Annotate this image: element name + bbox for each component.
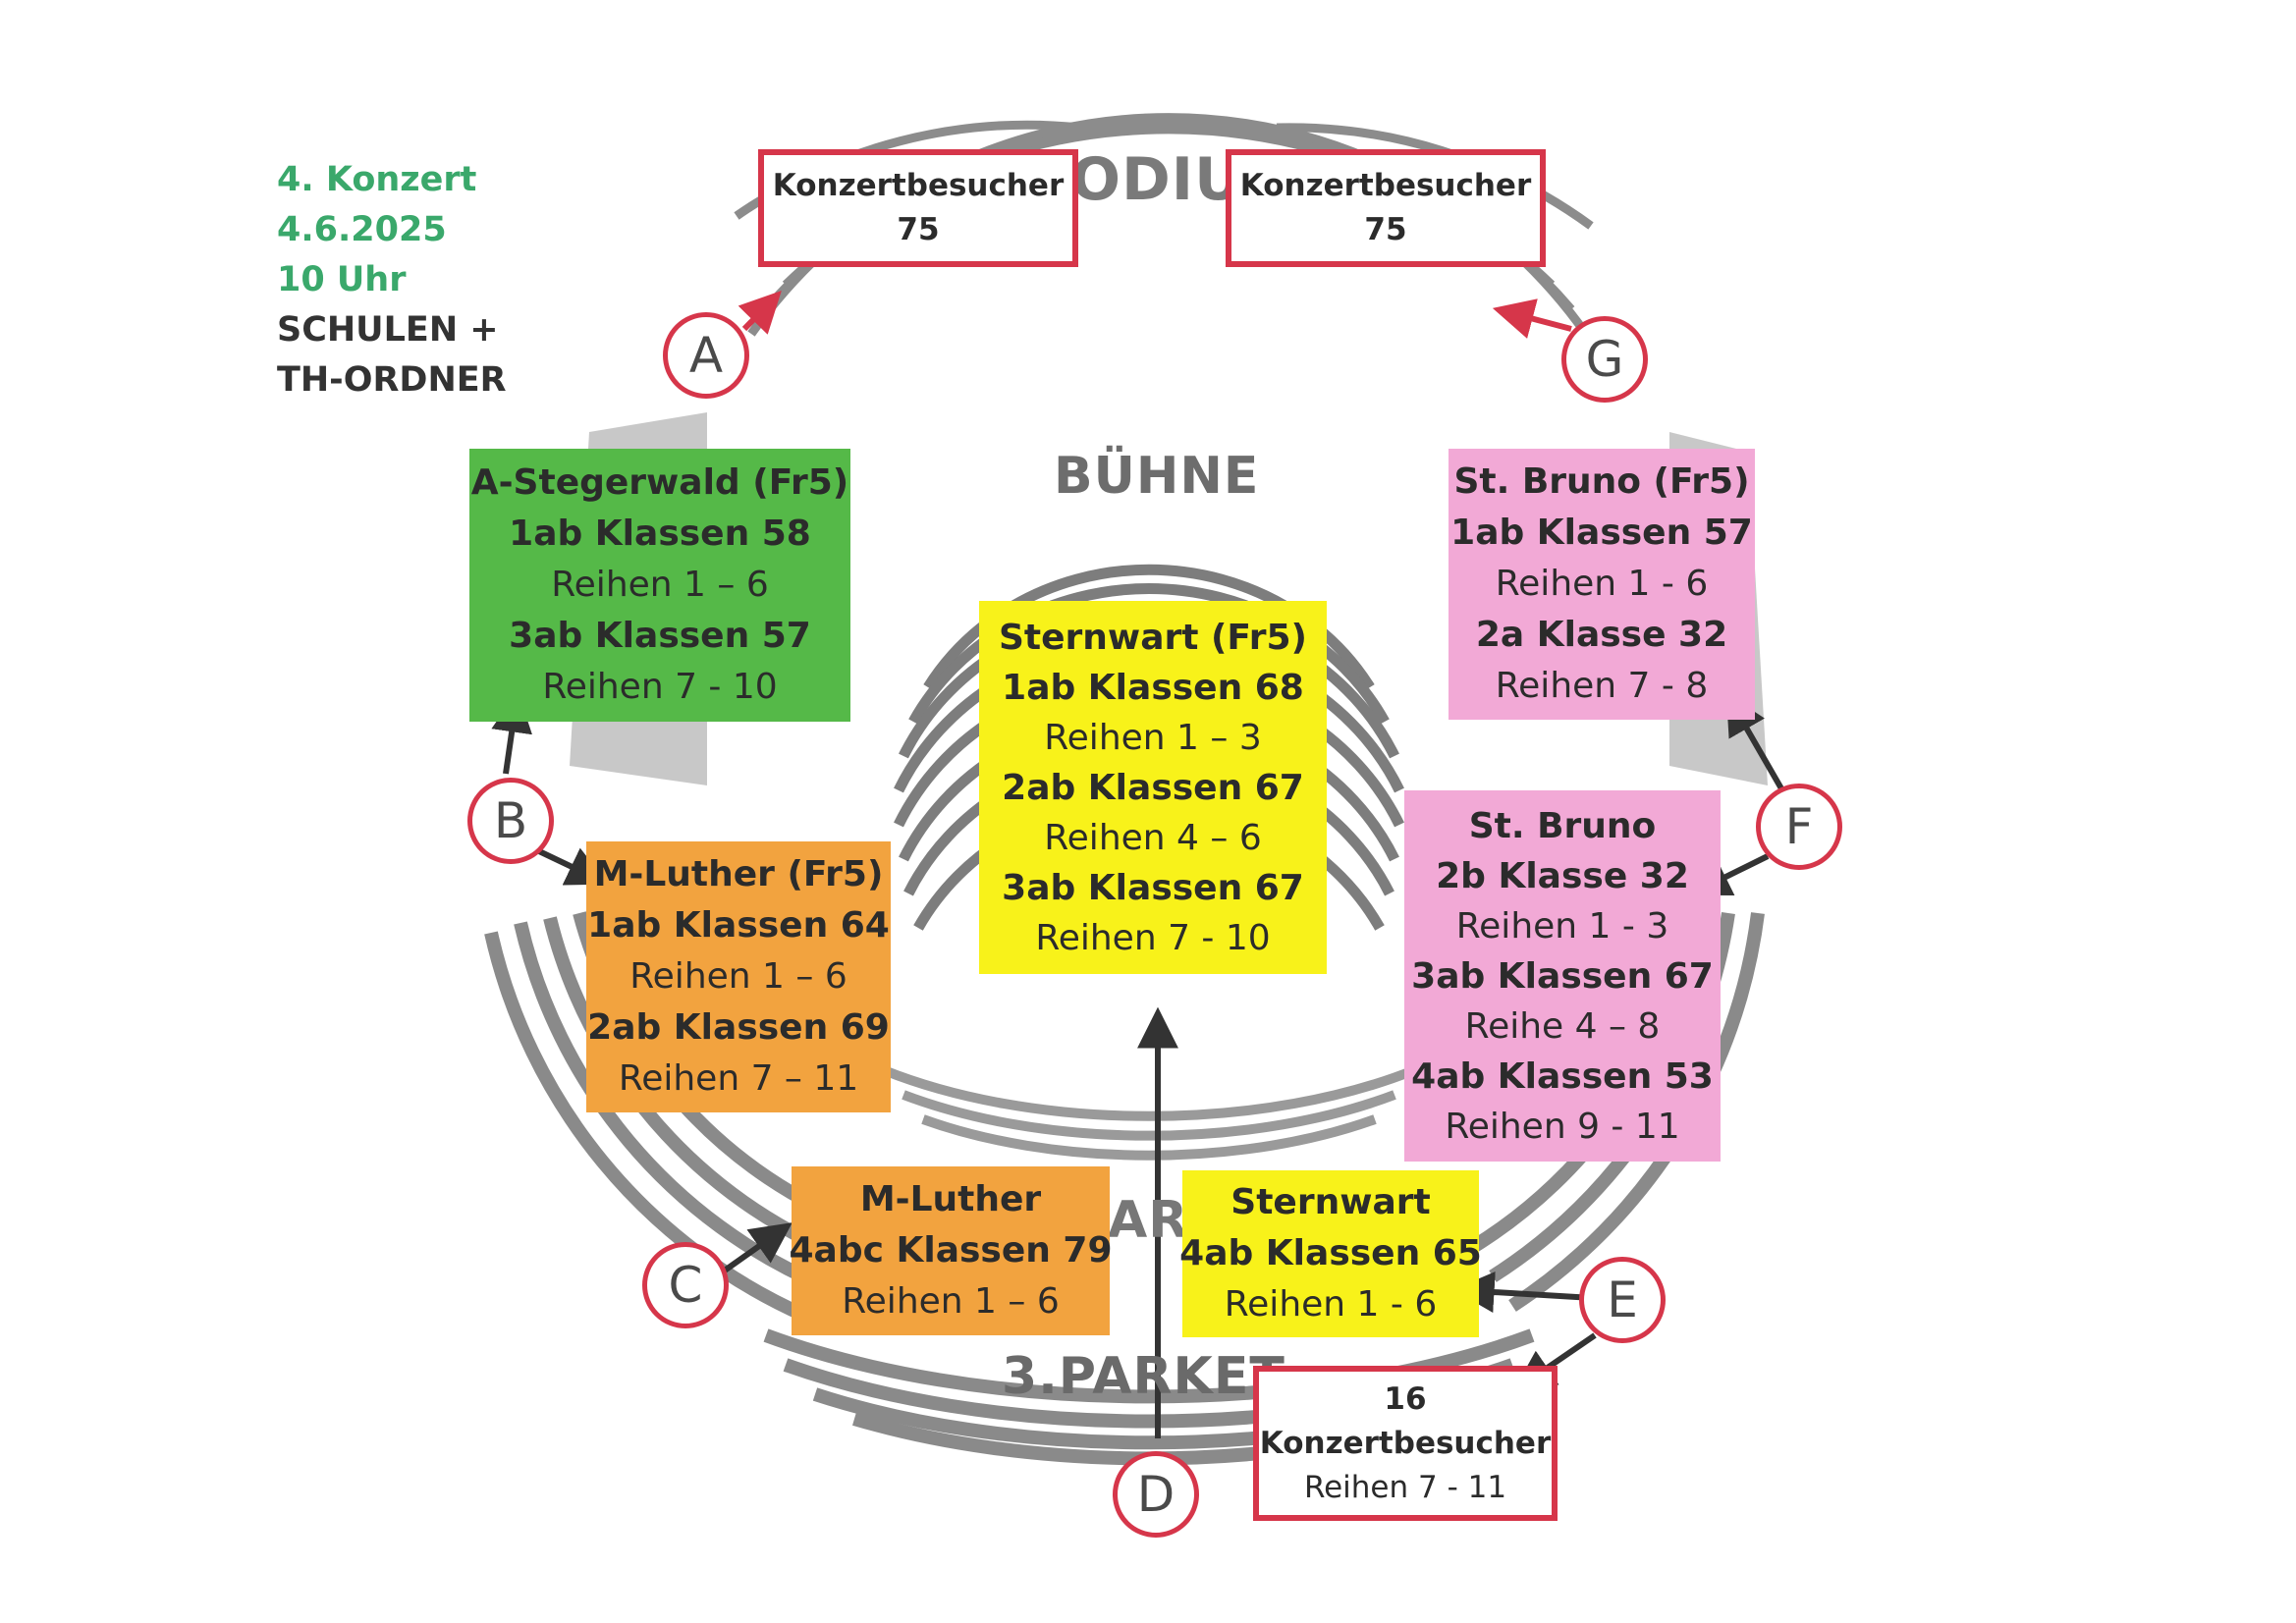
box-text: Sternwart xyxy=(1230,1182,1431,1222)
audience-line-1: SCHULEN + xyxy=(277,310,499,350)
box-text: Reihen 1 - 6 xyxy=(1495,564,1709,604)
box-text: 4ab Klassen 53 xyxy=(1411,1055,1714,1097)
box-text: Reihe 4 – 8 xyxy=(1464,1005,1661,1047)
box-text: 3ab Klassen 67 xyxy=(1002,867,1304,908)
box-text: Reihen 7 – 11 xyxy=(618,1058,859,1099)
box-text: St. Bruno xyxy=(1468,805,1657,846)
box-text: Reihen 1 - 3 xyxy=(1455,905,1669,947)
sternwart-4ab-box: Sternwart 4ab Klassen 65 Reihen 1 - 6 xyxy=(1179,1170,1482,1337)
entrance-marker-e: E xyxy=(1579,1257,1666,1343)
podium-right-box: Konzertbesucher 75 xyxy=(1226,149,1546,267)
box-text: Konzertbesucher xyxy=(1239,168,1532,203)
box-text: 75 xyxy=(897,212,940,247)
box-text: 4abc Klassen 79 xyxy=(789,1230,1113,1271)
bruno-top-box: St. Bruno (Fr5) 1ab Klassen 57 Reihen 1 … xyxy=(1449,449,1755,720)
entrance-marker-c: C xyxy=(642,1242,729,1328)
box-text: 3ab Klassen 67 xyxy=(1411,955,1714,997)
box-text: 2a Klasse 32 xyxy=(1475,615,1728,655)
entrance-marker-b: B xyxy=(467,778,554,864)
box-text: St. Bruno (Fr5) xyxy=(1453,461,1750,502)
podium-left-box: Konzertbesucher 75 xyxy=(758,149,1078,267)
sternwart-center-box: Sternwart (Fr5) 1ab Klassen 68 Reihen 1 … xyxy=(979,601,1327,974)
luther-fr5-box: M-Luther (Fr5) 1ab Klassen 64 Reihen 1 –… xyxy=(586,841,891,1112)
box-text: 2b Klasse 32 xyxy=(1436,855,1689,896)
box-text: 2ab Klassen 69 xyxy=(587,1007,890,1048)
luther-4abc-box: M-Luther 4abc Klassen 79 Reihen 1 – 6 xyxy=(789,1166,1113,1335)
box-text: Reihen 1 – 3 xyxy=(1044,717,1262,758)
concert-info: 4. Konzert 4.6.2025 10 Uhr SCHULEN + TH-… xyxy=(277,155,507,406)
podium-label-fragment: ODIU xyxy=(1070,145,1243,214)
box-text: Sternwart (Fr5) xyxy=(999,617,1307,658)
box-text: A-Stegerwald (Fr5) xyxy=(470,462,849,503)
box-text: Reihen 1 - 6 xyxy=(1224,1284,1438,1325)
box-text: 1ab Klassen 57 xyxy=(1450,513,1753,553)
box-text: M-Luther (Fr5) xyxy=(593,854,884,894)
concert-date: 4.6.2025 xyxy=(277,210,447,249)
stegerwald-box: A-Stegerwald (Fr5) 1ab Klassen 58 Reihen… xyxy=(469,449,850,722)
box-text: 1ab Klassen 68 xyxy=(1002,667,1304,708)
box-text: 3ab Klassen 57 xyxy=(509,616,811,656)
box-text: Konzertbesucher xyxy=(1259,1425,1552,1461)
entrance-marker-d: D xyxy=(1113,1451,1199,1538)
bruno-bottom-box: St. Bruno 2b Klasse 32 Reihen 1 - 3 3ab … xyxy=(1404,790,1721,1162)
concert-time: 10 Uhr xyxy=(277,260,407,299)
box-text: 16 xyxy=(1384,1380,1427,1417)
box-text: 75 xyxy=(1364,212,1407,247)
box-text: 1ab Klassen 58 xyxy=(509,514,811,554)
box-text: 1ab Klassen 64 xyxy=(587,905,890,946)
box-text: Reihen 1 – 6 xyxy=(842,1281,1060,1322)
entrance-marker-a: A xyxy=(663,312,749,399)
box-text: Reihen 7 - 10 xyxy=(1035,917,1271,958)
box-text: Reihen 1 – 6 xyxy=(629,956,847,997)
entrance-marker-g: G xyxy=(1561,316,1648,403)
box-text: Reihen 9 - 11 xyxy=(1445,1106,1680,1147)
audience-line-2: TH-ORDNER xyxy=(277,360,507,400)
box-text: 4ab Klassen 65 xyxy=(1179,1233,1482,1273)
box-text: Reihen 1 – 6 xyxy=(551,565,769,605)
box-text: Konzertbesucher xyxy=(772,168,1065,203)
entrance-marker-f: F xyxy=(1756,784,1842,870)
middle-seating-ring xyxy=(882,1065,1416,1161)
box-text: M-Luther xyxy=(859,1179,1042,1219)
box-text: Reihen 4 – 6 xyxy=(1044,817,1262,858)
box-text: Reihen 7 - 10 xyxy=(542,667,778,707)
concert-number: 4. Konzert xyxy=(277,160,477,199)
parkett3-visitors-box: 16 Konzertbesucher Reihen 7 - 11 xyxy=(1253,1366,1558,1521)
stage-label: BÜHNE xyxy=(1054,447,1260,506)
box-text: Reihen 7 - 8 xyxy=(1495,666,1709,706)
parkett3-label: 3.PARKET xyxy=(1002,1347,1285,1406)
box-text: Reihen 7 - 11 xyxy=(1303,1469,1507,1505)
box-text: 2ab Klassen 67 xyxy=(1002,767,1304,808)
